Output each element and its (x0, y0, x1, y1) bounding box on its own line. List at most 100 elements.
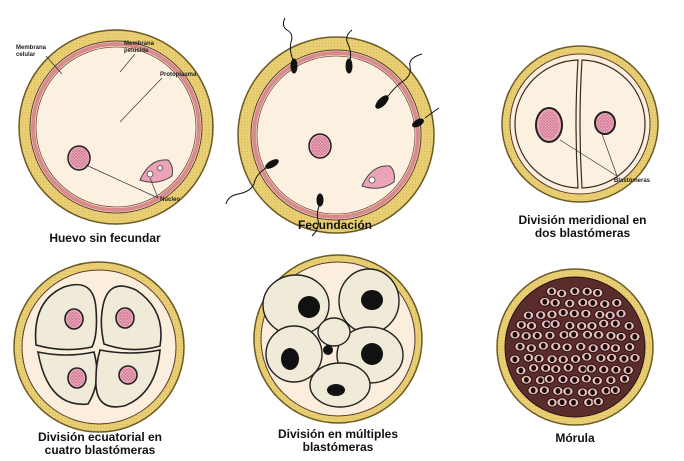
morula-cell-nucleus (584, 354, 589, 360)
morula-cell-nucleus (542, 299, 547, 305)
morula-cell-nucleus (566, 365, 571, 371)
morula-cell-nucleus (583, 311, 588, 317)
morula-cell-nucleus (590, 300, 595, 306)
morula-cell-nucleus (578, 344, 583, 350)
morula-cell-nucleus (548, 333, 553, 339)
morula-cell-nucleus (541, 343, 546, 349)
caption-fertilization: Fecundación (265, 219, 405, 232)
morula-cell-nucleus (633, 355, 638, 361)
morula-cell-nucleus (529, 323, 534, 329)
caption-line: Huevo sin fecundar (30, 232, 180, 245)
morula-cell-nucleus (561, 376, 566, 382)
morula-cell-nucleus (572, 377, 577, 383)
morula-cell-nucleus (553, 344, 558, 350)
morula-cell-nucleus (524, 333, 529, 339)
morula-cell-nucleus (598, 355, 603, 361)
morula-cell-nucleus (566, 389, 571, 395)
morula-cell-nucleus (547, 376, 552, 382)
morula-cell-nucleus (567, 301, 572, 307)
morula-cell-nucleus (595, 290, 600, 296)
morula-cell-nucleus (560, 399, 565, 405)
morula-cell-nucleus (586, 400, 591, 406)
label-cell-membrane-line-1: Membrana (16, 45, 46, 52)
morula-cell-nucleus (529, 345, 534, 351)
morula-cell-nucleus (550, 312, 555, 318)
morula-cell-nucleus (608, 313, 613, 319)
label-pellucid-membrane: Membrana pelúcida (124, 41, 154, 54)
morula-cell-nucleus (543, 365, 548, 371)
caption-line: blastómeras (258, 441, 418, 454)
morula-cell-nucleus (531, 388, 536, 394)
morula-cell-nucleus (603, 344, 608, 350)
label-protoplasm: Protoplasma (160, 72, 196, 79)
morula-cell-nucleus (531, 365, 536, 371)
morula-cell-nucleus (579, 323, 584, 329)
stage-multiple-blastomeres (254, 255, 422, 423)
morula-cell-nucleus (565, 345, 570, 351)
morula-cell-nucleus (562, 332, 567, 338)
caption-line: cuatro blastómeras (20, 444, 180, 457)
morula-cell-nucleus (572, 311, 577, 317)
morula-cell-nucleus (561, 357, 566, 363)
morula-cell-nucleus (573, 356, 578, 362)
morula-cell-nucleus (613, 321, 618, 327)
morula-cell-nucleus (538, 377, 543, 383)
morula-cell-nucleus (559, 291, 564, 297)
morula-cell-nucleus (590, 323, 595, 329)
morula-cell-nucleus (609, 333, 614, 339)
morula-cell-nucleus (571, 400, 576, 406)
morula-cell-nucleus (553, 300, 558, 306)
morula-cell-nucleus (580, 366, 585, 372)
caption-line: Fecundación (265, 219, 405, 232)
caption-unfertilized-egg: Huevo sin fecundar (30, 232, 180, 245)
morula-cell-nucleus (567, 323, 572, 329)
label-cell-membrane-line-2: celular (16, 52, 46, 59)
morula-cell-nucleus (632, 334, 637, 340)
morula-cell-nucleus (580, 390, 585, 396)
morula-cell-nucleus (613, 345, 618, 351)
morula-cell-nucleus (613, 387, 618, 393)
morula-cell-nucleus (550, 356, 555, 362)
morula-cell-nucleus (556, 388, 561, 394)
morula-cell-nucleus (619, 334, 624, 340)
morula-cell-nucleus (542, 387, 547, 393)
label-blastomeres: Blastómeras (614, 178, 650, 185)
caption-line: dos blastómeras (500, 227, 665, 240)
morula-cell-nucleus (597, 312, 602, 318)
morula-cell-nucleus (626, 367, 631, 373)
morula-cell-nucleus (519, 322, 524, 328)
morula-cell-nucleus (589, 366, 594, 372)
morula-cell-nucleus (601, 367, 606, 373)
morula-cell-nucleus (518, 368, 523, 374)
morula-cell-nucleus (584, 376, 589, 382)
caption-two-blastomeres: División meridional en dos blastómeras (500, 214, 665, 240)
morula-cell-nucleus (614, 367, 619, 373)
morula-cell-nucleus (544, 321, 549, 327)
morula-cell-nucleus (526, 313, 531, 319)
morula-cell-nucleus (595, 378, 600, 384)
morula-cell-nucleus (596, 332, 601, 338)
morula-cell-nucleus (622, 376, 627, 382)
stage-morula (497, 269, 653, 425)
morula-cell-nucleus (524, 377, 529, 383)
morula-cell-nucleus (604, 388, 609, 394)
label-pellucid-membrane-line-2: pelúcida (124, 48, 154, 55)
morula-cell-nucleus (627, 323, 632, 329)
morula-cell-nucleus (591, 345, 596, 351)
morula-cell-nucleus (608, 377, 613, 383)
morula-cell-nucleus (602, 301, 607, 307)
morula-cell-nucleus (561, 310, 566, 316)
morula-cell-nucleus (619, 311, 624, 317)
caption-morula: Mórula (525, 432, 625, 445)
morula-cell-nucleus (585, 332, 590, 338)
morula-cell-nucleus (535, 333, 540, 339)
morula-cell-nucleus (550, 400, 555, 406)
label-pellucid-membrane-line-1: Membrana (124, 41, 154, 48)
label-nucleus: Núcleo (160, 197, 180, 204)
caption-four-blastomeres: División ecuatorial en cuatro blastómera… (20, 431, 180, 457)
morula-cell-nucleus (553, 366, 558, 372)
caption-line: Mórula (525, 432, 625, 445)
morula-cell-nucleus (585, 289, 590, 295)
morula-cell-nucleus (590, 390, 595, 396)
